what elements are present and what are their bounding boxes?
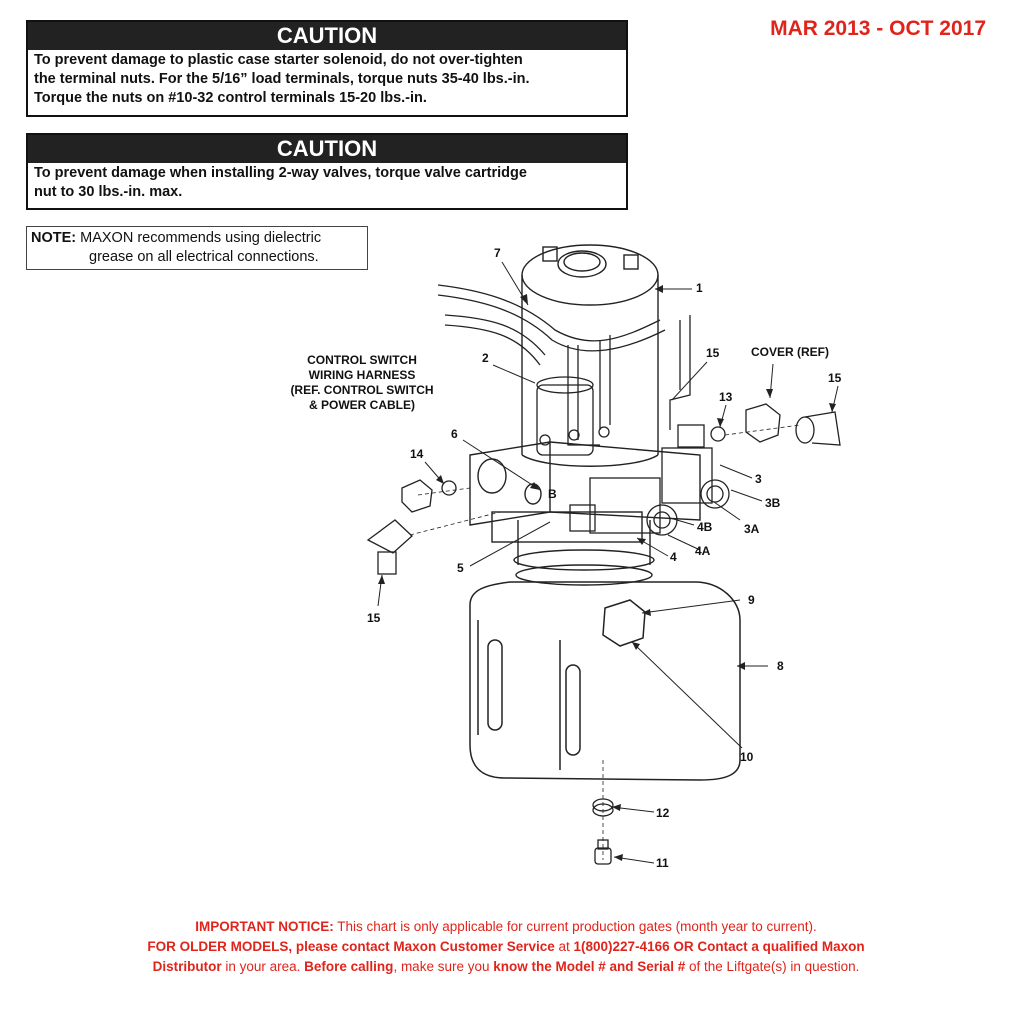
cover-callout: COVER (REF)	[751, 345, 829, 359]
harness-callout: CONTROL SWITCH WIRING HARNESS (REF. CONT…	[262, 353, 462, 413]
caution-line: the terminal nuts. For the 5/16” load te…	[34, 71, 530, 87]
pump-adapter	[513, 520, 655, 586]
notice-line-3: Distributor in your area. Before calling…	[60, 957, 952, 977]
notice-bold: Distributor	[152, 959, 222, 974]
caution-text: To prevent damage when installing 2-way …	[28, 163, 626, 205]
valve-4	[569, 477, 678, 536]
part-3a: 3A	[744, 522, 760, 536]
caution-line: Torque the nuts on #10-32 control termin…	[34, 90, 427, 106]
caution-line: To prevent damage when installing 2-way …	[34, 165, 527, 181]
part-14: 14	[410, 447, 424, 461]
harness-line: CONTROL SWITCH	[307, 353, 417, 367]
starter-solenoid	[536, 376, 610, 456]
notice-bold: Before calling	[304, 959, 394, 974]
caution-box-1: CAUTION To prevent damage to plastic cas…	[26, 20, 628, 117]
part-7: 7	[494, 246, 501, 260]
part-13: 13	[719, 390, 733, 404]
caution-line: To prevent damage to plastic case starte…	[34, 52, 523, 68]
date-range: MAR 2013 - OCT 2017	[770, 17, 986, 40]
caution-text: To prevent damage to plastic case starte…	[28, 50, 626, 111]
part-15-left: 15	[367, 611, 381, 625]
part-6: 6	[451, 427, 458, 441]
wiring-harness	[437, 284, 691, 446]
part-8: 8	[777, 659, 784, 673]
part-9: 9	[748, 593, 755, 607]
notice-bold: IMPORTANT NOTICE:	[195, 919, 334, 934]
notice-line-1: IMPORTANT NOTICE: This chart is only app…	[60, 917, 952, 937]
notice-text: in your area.	[221, 959, 305, 974]
harness-line: (REF. CONTROL SWITCH	[290, 383, 434, 397]
reservoir-tank	[469, 581, 741, 781]
part-4: 4	[670, 550, 677, 564]
notice-line-2: FOR OLDER MODELS, please contact Maxon C…	[60, 937, 952, 957]
caution-line: nut to 30 lbs.-in. max.	[34, 184, 183, 200]
drain-parts	[592, 798, 614, 865]
fittings	[366, 403, 841, 575]
part-2: 2	[482, 351, 489, 365]
harness-line: & POWER CABLE)	[309, 398, 415, 412]
notice-text: at	[554, 939, 574, 954]
part-3b: 3B	[765, 496, 781, 510]
important-notice: IMPORTANT NOTICE: This chart is only app…	[60, 917, 952, 977]
caution-header: CAUTION	[28, 135, 626, 163]
part-5: 5	[457, 561, 464, 575]
notice-bold: FOR OLDER MODELS, please contact Maxon C…	[147, 939, 555, 954]
note-box: NOTE: MAXON recommends using dielectric …	[26, 226, 368, 270]
part-3: 3	[755, 472, 762, 486]
b-mark: B	[548, 487, 557, 501]
part-4a: 4A	[695, 544, 711, 558]
part-15-right: 15	[828, 371, 842, 385]
alignment-lines	[409, 424, 801, 860]
valve-3	[661, 424, 730, 509]
notice-bold: know the Model # and Serial #	[493, 959, 686, 974]
caution-box-2: CAUTION To prevent damage when installin…	[26, 133, 628, 210]
note-label: NOTE:	[31, 230, 77, 246]
caution-header: CAUTION	[28, 22, 626, 50]
part-12: 12	[656, 806, 670, 820]
part-11: 11	[656, 856, 669, 870]
note-line-2: grease on all electrical connections.	[89, 249, 319, 265]
motor	[521, 244, 659, 467]
harness-line: WIRING HARNESS	[308, 368, 416, 382]
manifold-block	[469, 441, 701, 543]
notice-bold: 1(800)227-4166 OR Contact a qualified Ma…	[573, 939, 865, 954]
part-1: 1	[696, 281, 703, 295]
notice-text: This chart is only applicable for curren…	[333, 919, 817, 934]
notice-text: of the Liftgate(s) in question.	[685, 959, 860, 974]
part-4b: 4B	[697, 520, 713, 534]
notice-text: , make sure you	[393, 959, 494, 974]
note-line-1: MAXON recommends using dielectric	[76, 230, 322, 246]
part-15-top: 15	[706, 346, 720, 360]
part-10: 10	[740, 750, 754, 764]
